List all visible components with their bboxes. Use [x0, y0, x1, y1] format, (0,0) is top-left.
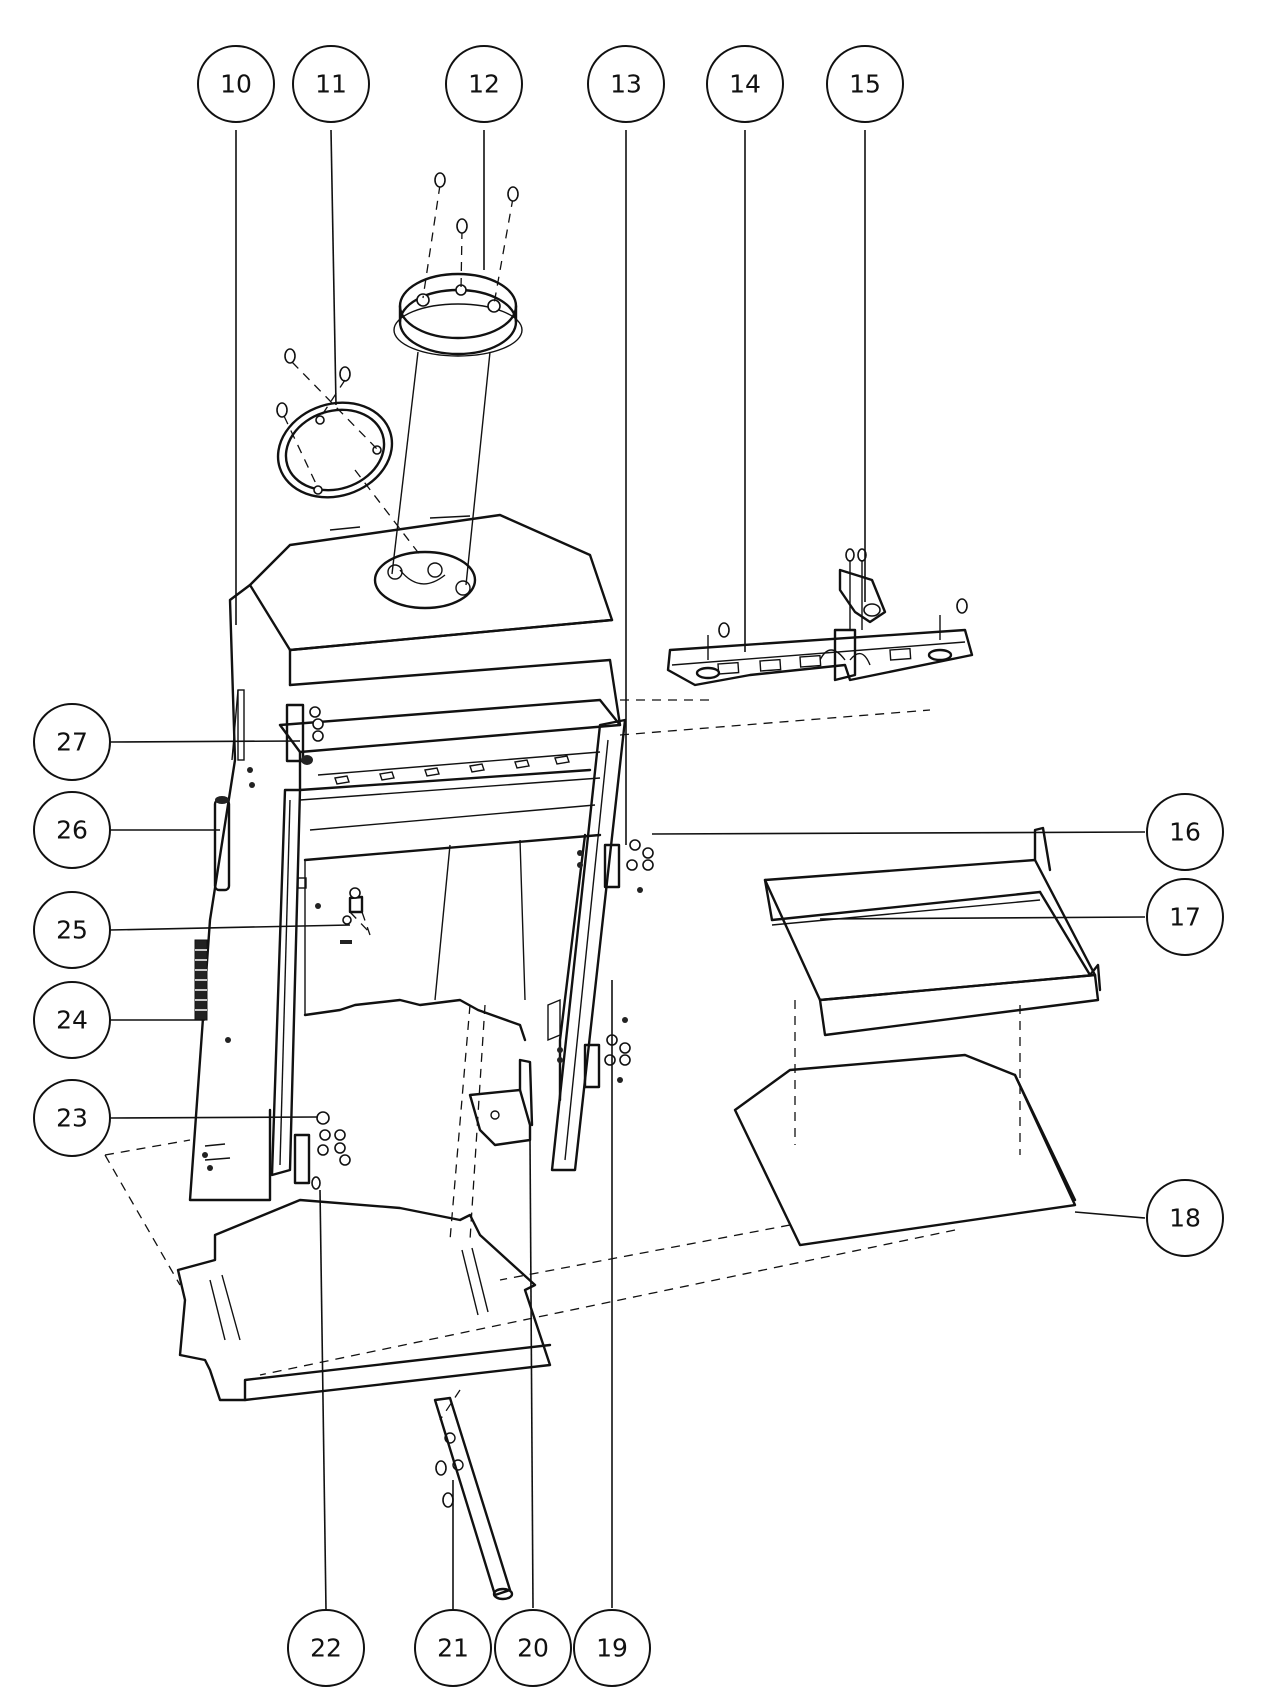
callout-11: 11 [292, 45, 370, 123]
part-14-bracket-rail [666, 598, 974, 687]
callout-bubble [33, 1079, 111, 1157]
part-24-spring [194, 939, 208, 1021]
callout-17: 17 [1146, 878, 1224, 956]
callout-23: 23 [33, 1079, 111, 1157]
callout-label: 17 [1169, 903, 1201, 932]
callout-bubble [573, 1609, 651, 1687]
leader-lines [109, 129, 1146, 1611]
callout-label: 16 [1169, 818, 1201, 847]
callout-label: 11 [315, 70, 347, 99]
callout-label: 21 [437, 1634, 469, 1663]
stove-body-frame [188, 513, 627, 1202]
callout-label: 15 [849, 70, 881, 99]
part-17-ash-pan [763, 826, 1102, 1037]
callout-bubble [33, 703, 111, 781]
callout-bubble [287, 1609, 365, 1687]
part-16-hinge-bracket [577, 839, 654, 893]
callout-bubble [587, 45, 665, 123]
callout-10: 10 [197, 45, 275, 123]
part-12-flue-collar [391, 172, 523, 586]
callout-21: 21 [414, 1609, 492, 1687]
callout-label: 13 [610, 70, 642, 99]
part-18-base-plate [259, 1000, 1077, 1376]
callout-bubble [414, 1609, 492, 1687]
floor-plate [104, 1004, 552, 1421]
part-25-latch [342, 887, 373, 936]
callout-label: 24 [56, 1006, 88, 1035]
callout-bubble [826, 45, 904, 123]
callout-label: 10 [220, 70, 252, 99]
callout-label: 22 [310, 1634, 342, 1663]
callout-bubble [1146, 878, 1224, 956]
callout-label: 18 [1169, 1204, 1201, 1233]
callout-bubble [33, 791, 111, 869]
callout-label: 19 [596, 1634, 628, 1663]
callout-14: 14 [706, 45, 784, 123]
rail-projection [619, 699, 931, 736]
part-11-gasket-ring [276, 348, 421, 556]
callout-label: 20 [517, 1634, 549, 1663]
callout-bubble [1146, 1179, 1224, 1257]
callout-12: 12 [445, 45, 523, 123]
callout-18: 18 [1146, 1179, 1224, 1257]
callout-bubble [33, 981, 111, 1059]
callout-15: 15 [826, 45, 904, 123]
callout-22: 22 [287, 1609, 365, 1687]
callout-label: 12 [468, 70, 500, 99]
callout-bubble [494, 1609, 572, 1687]
callout-bubble [445, 45, 523, 123]
callout-bubble [292, 45, 370, 123]
callout-25: 25 [33, 891, 111, 969]
callout-label: 27 [56, 728, 88, 757]
callout-bubble [706, 45, 784, 123]
callout-27: 27 [33, 703, 111, 781]
part-23-lower-hinge [202, 1111, 351, 1190]
callout-bubble [33, 891, 111, 969]
callout-13: 13 [587, 45, 665, 123]
callout-bubble [1146, 793, 1224, 871]
callout-16: 16 [1146, 793, 1224, 871]
callout-24: 24 [33, 981, 111, 1059]
callout-label: 14 [729, 70, 761, 99]
callout-26: 26 [33, 791, 111, 869]
callout-bubble [197, 45, 275, 123]
callout-19: 19 [573, 1609, 651, 1687]
part-21-leg-rod [433, 1396, 514, 1601]
callout-label: 23 [56, 1104, 88, 1133]
callout-20: 20 [494, 1609, 572, 1687]
callout-label: 26 [56, 816, 88, 845]
callout-label: 25 [56, 916, 88, 945]
part-15-bracket [819, 548, 887, 682]
part-26-handle [213, 796, 231, 892]
part-27-top-hinge [247, 703, 324, 788]
